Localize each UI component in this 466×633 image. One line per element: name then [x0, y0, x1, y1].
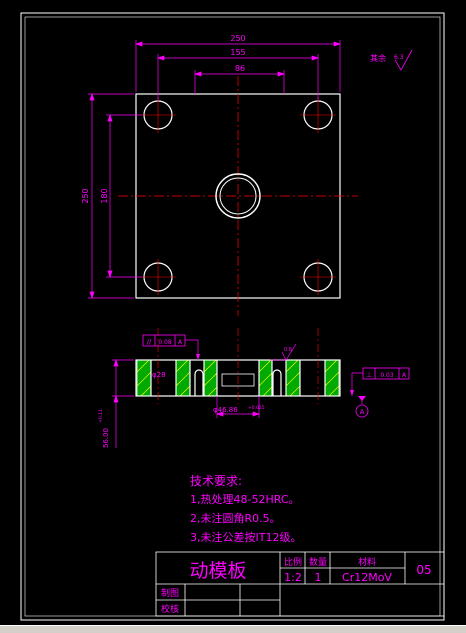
notes-line-2: 2,未注圆角R0.5。 — [190, 511, 281, 525]
perpendicular-symbol: ⊥ — [366, 371, 372, 379]
dim-hole-spacing-outer — [156, 54, 320, 100]
thickness-tolerance: +0.11 — [98, 409, 104, 423]
scale-header: 比例 — [284, 556, 302, 568]
perpendicular-value: 0.03 — [380, 372, 394, 379]
dim-overall-width-label: 250 — [230, 34, 245, 43]
drawing-number: 05 — [416, 563, 431, 577]
roughness-symbol-general: 其余 6.3 — [370, 49, 413, 71]
bore-left-label: φ28 — [152, 371, 166, 379]
section-centerlines — [157, 328, 319, 404]
technical-notes: 技术要求: 1,热处理48-52HRC。 2,未注圆角R0.5。 3,未注公差按… — [190, 474, 301, 544]
corner-hole-bottom-right — [300, 259, 336, 295]
perpendicular-datum: A — [402, 372, 407, 379]
qty-header: 数量 — [309, 556, 327, 568]
parallelism-value: 0.08 — [158, 339, 172, 346]
datum-label: A — [360, 408, 365, 416]
dim-hole-spacing-vertical — [106, 113, 142, 279]
roughness-section-value: 0.8 — [284, 347, 292, 353]
dim-overall-height — [88, 92, 134, 300]
dim-hole-spacing-vertical-label: 180 — [100, 188, 109, 203]
bore-center-tolerance: +0.025 — [248, 405, 265, 411]
qty-value: 1 — [315, 571, 322, 584]
horizontal-scrollbar[interactable] — [0, 625, 466, 633]
center-bore-inner — [219, 177, 257, 215]
perpendicularity-tolerance-frame: ⊥ 0.03 A — [350, 367, 410, 396]
parallelism-tolerance-frame: // 0.08 A — [142, 334, 200, 360]
dim-thickness — [112, 358, 134, 448]
notes-line-1: 1,热处理48-52HRC。 — [190, 493, 300, 506]
notes-line-3: 3,未注公差按IT12级。 — [190, 530, 301, 544]
datum-a-symbol: A — [355, 396, 369, 418]
roughness-general-label: 其余 — [370, 53, 386, 63]
roughness-general-value: 6.3 — [394, 54, 404, 61]
dim-hole-spacing-inner — [193, 70, 286, 94]
dim-overall-width — [134, 40, 342, 92]
section-view: // 0.08 A φ28 0.8 ⊥ 0.03 A — [98, 328, 410, 448]
dim-overall-height-label: 250 — [81, 188, 90, 203]
bore-center-label: φ46.86 — [213, 406, 238, 414]
thickness-label: 56.00 — [102, 428, 110, 448]
top-view: 250 155 86 250 — [81, 34, 413, 316]
part-name: 动模板 — [189, 560, 246, 582]
parallelism-symbol: // — [147, 338, 152, 346]
notes-heading: 技术要求: — [190, 474, 242, 488]
title-block: 动模板 比例 数量 材料 1:2 1 Cr12MoV 05 制图 校核 — [155, 551, 445, 617]
corner-hole-bottom-left — [140, 259, 176, 295]
center-bore-outer — [215, 173, 261, 219]
roughness-symbol-section: 0.8 — [270, 343, 297, 361]
drawing-border — [20, 12, 445, 621]
material-value: Cr12MoV — [342, 571, 392, 584]
dim-hole-spacing-outer-label: 155 — [230, 48, 245, 57]
material-header: 材料 — [358, 556, 376, 568]
drawing-inner-border — [24, 16, 441, 617]
scale-value: 1:2 — [284, 571, 302, 584]
plate-outline — [135, 93, 341, 299]
corner-hole-top-right — [300, 97, 336, 133]
dim-hole-spacing-inner-label: 86 — [235, 64, 245, 73]
checked-label: 校核 — [161, 603, 179, 615]
section-outline — [135, 359, 341, 397]
drafted-label: 制图 — [161, 587, 179, 599]
corner-hole-top-left — [140, 97, 176, 133]
parallelism-datum: A — [178, 339, 183, 346]
dim-center-bore — [215, 396, 261, 418]
